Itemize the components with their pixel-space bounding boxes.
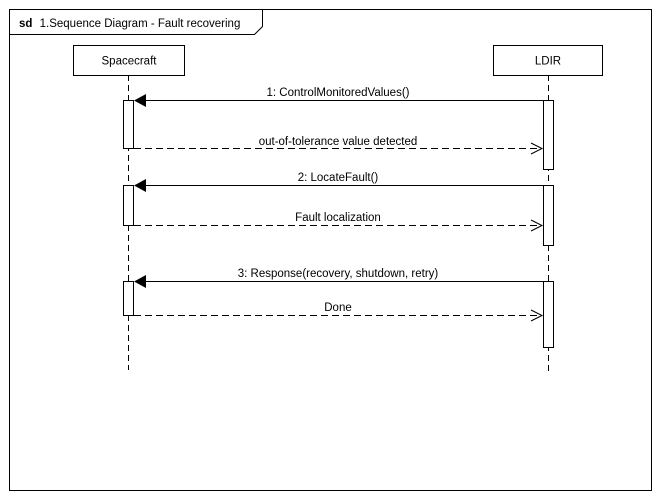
lifeline-spacecraft-head (73, 45, 185, 76)
frame-title-text: 1.Sequence Diagram - Fault recovering (40, 18, 241, 30)
message-1-label: 1: ControlMonitoredValues() (267, 87, 410, 99)
message-5-arrowhead (134, 275, 146, 288)
message-3-label: 2: LocateFault() (298, 172, 379, 184)
activation-ldir-1 (543, 100, 554, 170)
message-6-arrowhead (530, 309, 544, 322)
message-2-label: out-of-tolerance value detected (259, 136, 418, 148)
message-4-arrowhead (530, 219, 544, 232)
lifeline-spacecraft-label: Spacecraft (102, 56, 158, 68)
message-2-arrowhead (530, 142, 544, 155)
lifeline-ldir-head (493, 45, 603, 76)
message-4-label: Fault localization (295, 212, 381, 224)
activation-ldir-3 (543, 281, 554, 348)
message-1-arrowhead (134, 94, 146, 107)
message-6-label: Done (324, 302, 352, 314)
frame-title-tab (9, 9, 263, 35)
activation-spacecraft-2 (123, 185, 134, 226)
frame-title: sd 1.Sequence Diagram - Fault recovering (19, 18, 240, 30)
message-3-arrowhead (134, 179, 146, 192)
diagram-frame (9, 9, 652, 491)
activation-ldir-2 (543, 185, 554, 246)
activation-spacecraft-3 (123, 281, 134, 316)
frame-keyword: sd (19, 18, 32, 30)
message-5-label: 3: Response(recovery, shutdown, retry) (238, 268, 439, 280)
lifeline-ldir-label: LDIR (535, 56, 561, 68)
activation-spacecraft-1 (123, 100, 134, 149)
